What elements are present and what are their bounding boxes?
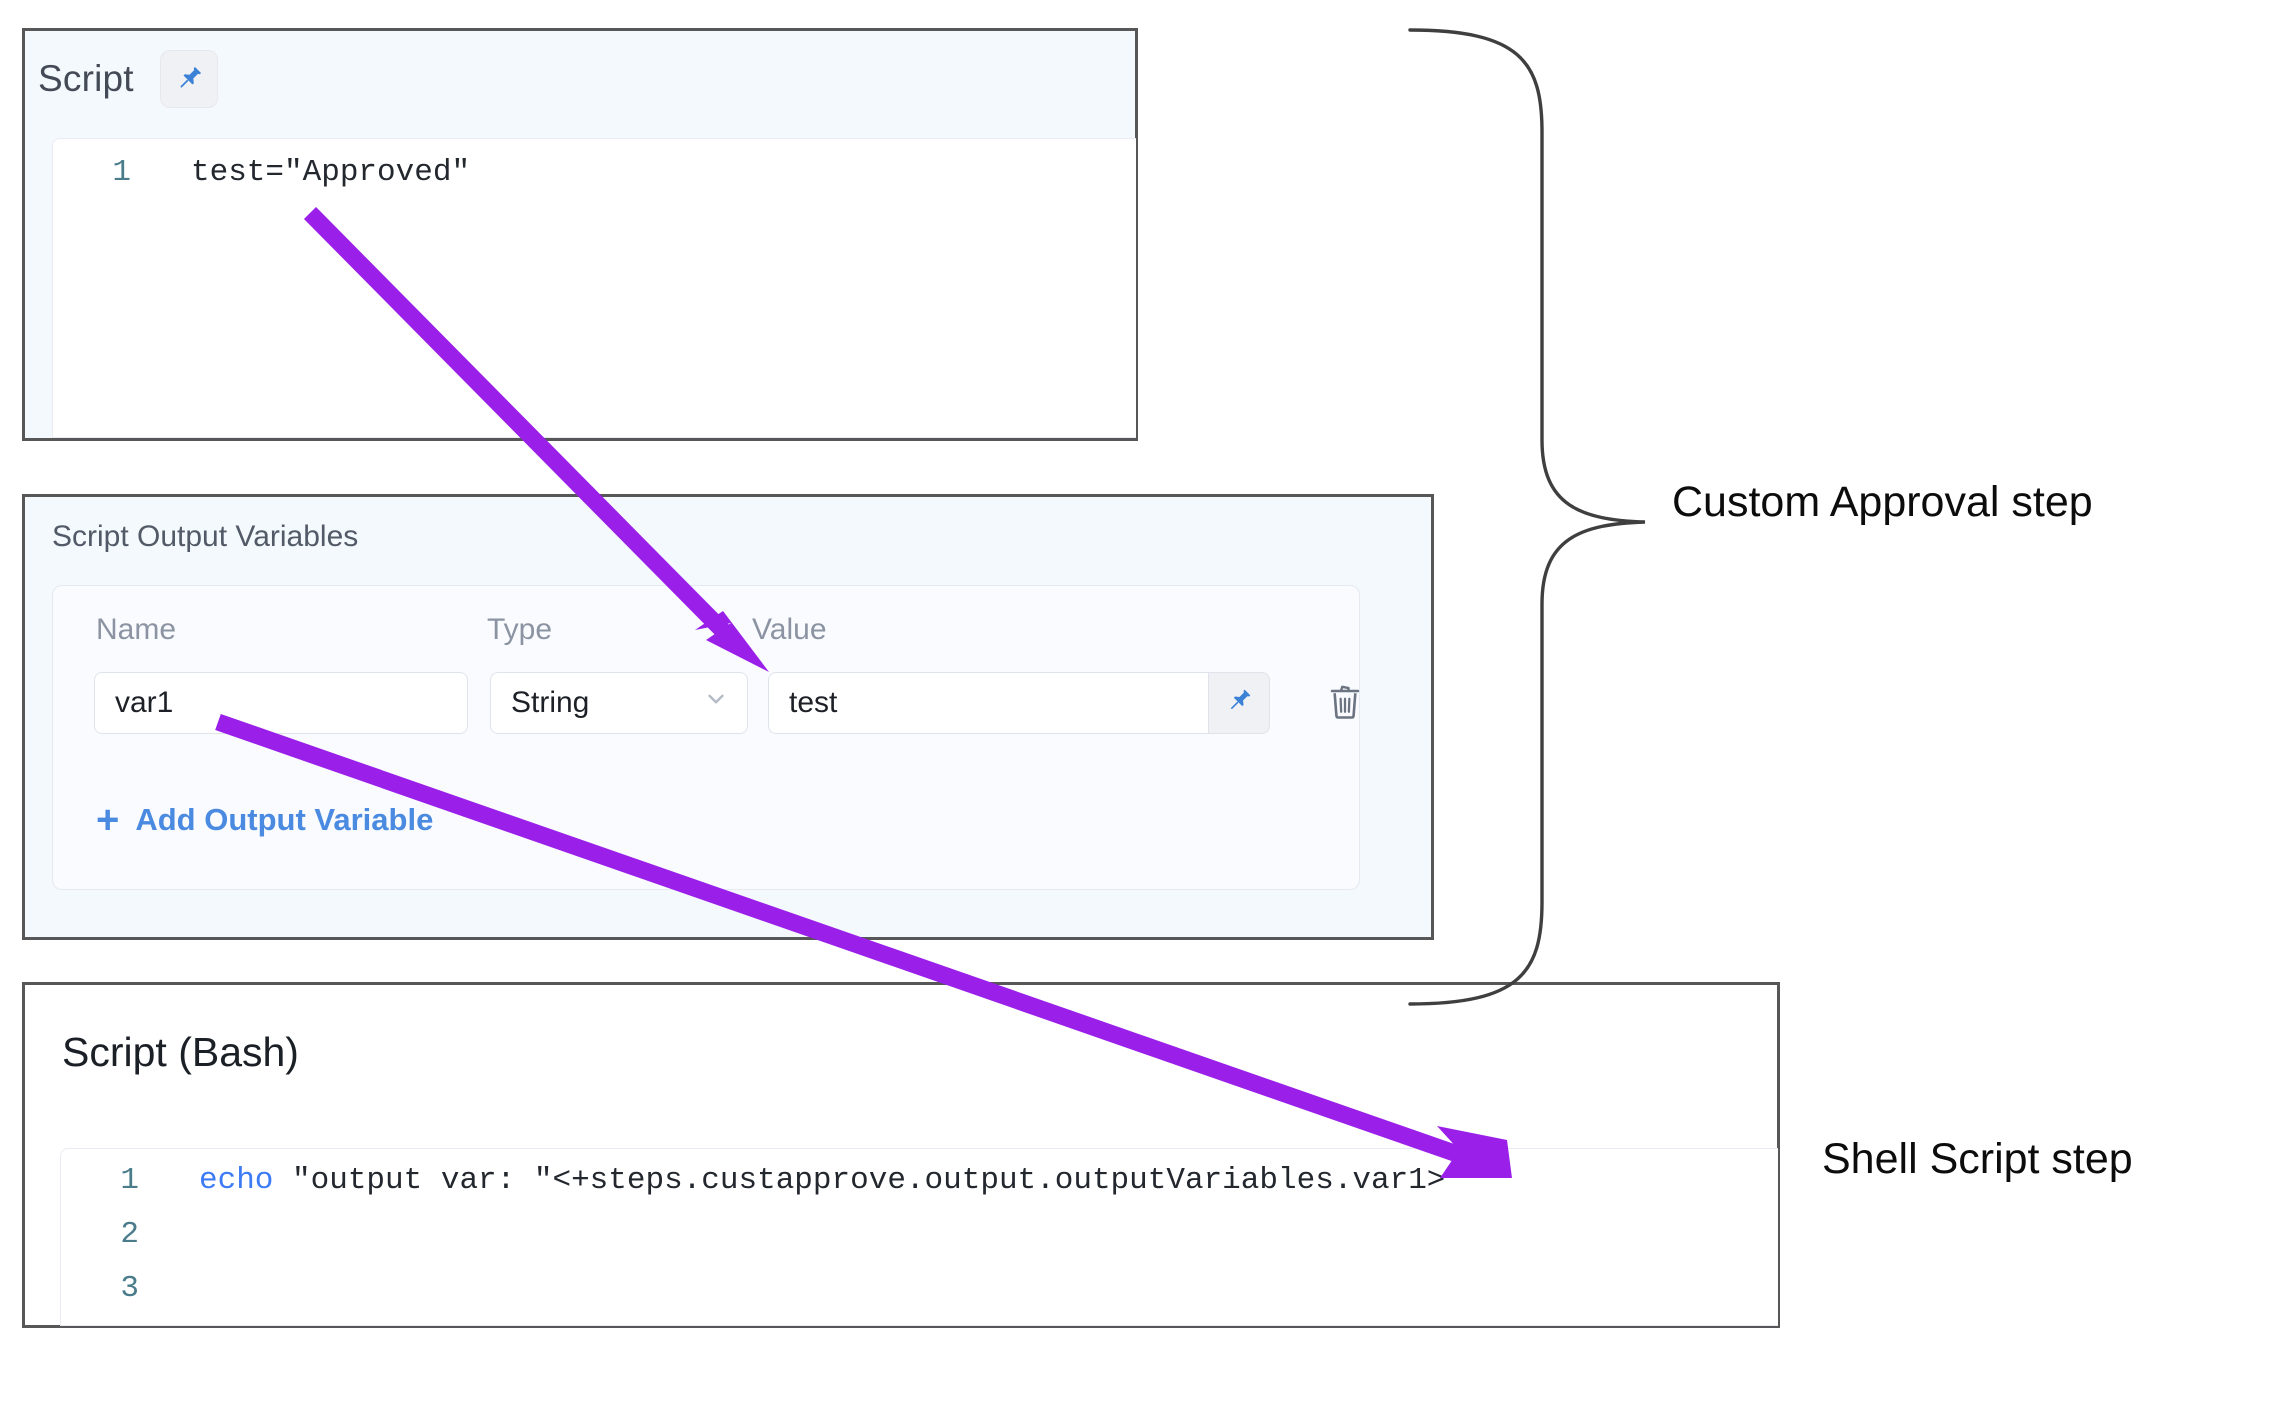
curly-brace-icon [1408, 28, 1646, 1006]
bash-code-editor[interactable]: 1 echo "output var: "<+steps.custapprove… [60, 1148, 1778, 1326]
delete-variable-button[interactable] [1320, 678, 1370, 730]
add-output-variable-label: Add Output Variable [135, 802, 434, 837]
trash-icon [1325, 681, 1365, 728]
column-header-name: Name [96, 613, 177, 646]
code-keyword: echo [199, 1163, 274, 1198]
variable-type-select[interactable]: String [490, 672, 748, 734]
script-panel-title: Script [38, 58, 134, 99]
line-number: 2 [120, 1217, 139, 1252]
value-pin-icon-button[interactable] [1208, 672, 1270, 734]
code-line: 3 [61, 1271, 1778, 1325]
code-text: test="Approved" [191, 155, 471, 190]
line-number: 1 [120, 1163, 139, 1198]
column-header-type: Type [487, 613, 553, 646]
variable-name-input[interactable]: var1 [94, 672, 468, 734]
code-line: 1 echo "output var: "<+steps.custapprove… [61, 1149, 1778, 1217]
script-panel-header: Script [38, 50, 218, 108]
pin-icon [172, 62, 206, 96]
code-line: 1 test="Approved" [53, 139, 1136, 209]
bash-panel-title: Script (Bash) [62, 1029, 299, 1075]
chevron-down-icon [703, 686, 729, 720]
output-variables-inner-box [52, 585, 1360, 890]
script-code-editor[interactable]: 1 test="Approved" [52, 138, 1136, 438]
column-header-value: Value [752, 613, 827, 646]
plus-icon: + [96, 798, 120, 842]
code-text: "output var: "<+steps.custapprove.output… [273, 1163, 1446, 1198]
variable-value-input[interactable]: test [768, 672, 1208, 734]
annotation-shell-script-step: Shell Script step [1822, 1135, 2133, 1183]
variable-type-value: String [511, 686, 590, 719]
line-number: 3 [120, 1271, 139, 1306]
code-line: 2 [61, 1217, 1778, 1271]
pin-icon-button[interactable] [159, 50, 218, 108]
annotation-custom-approval-step: Custom Approval step [1672, 478, 2093, 526]
line-number: 1 [112, 155, 131, 190]
output-variables-title: Script Output Variables [52, 520, 359, 553]
add-output-variable-link[interactable]: + Add Output Variable [96, 800, 433, 840]
pin-icon [1223, 685, 1255, 722]
